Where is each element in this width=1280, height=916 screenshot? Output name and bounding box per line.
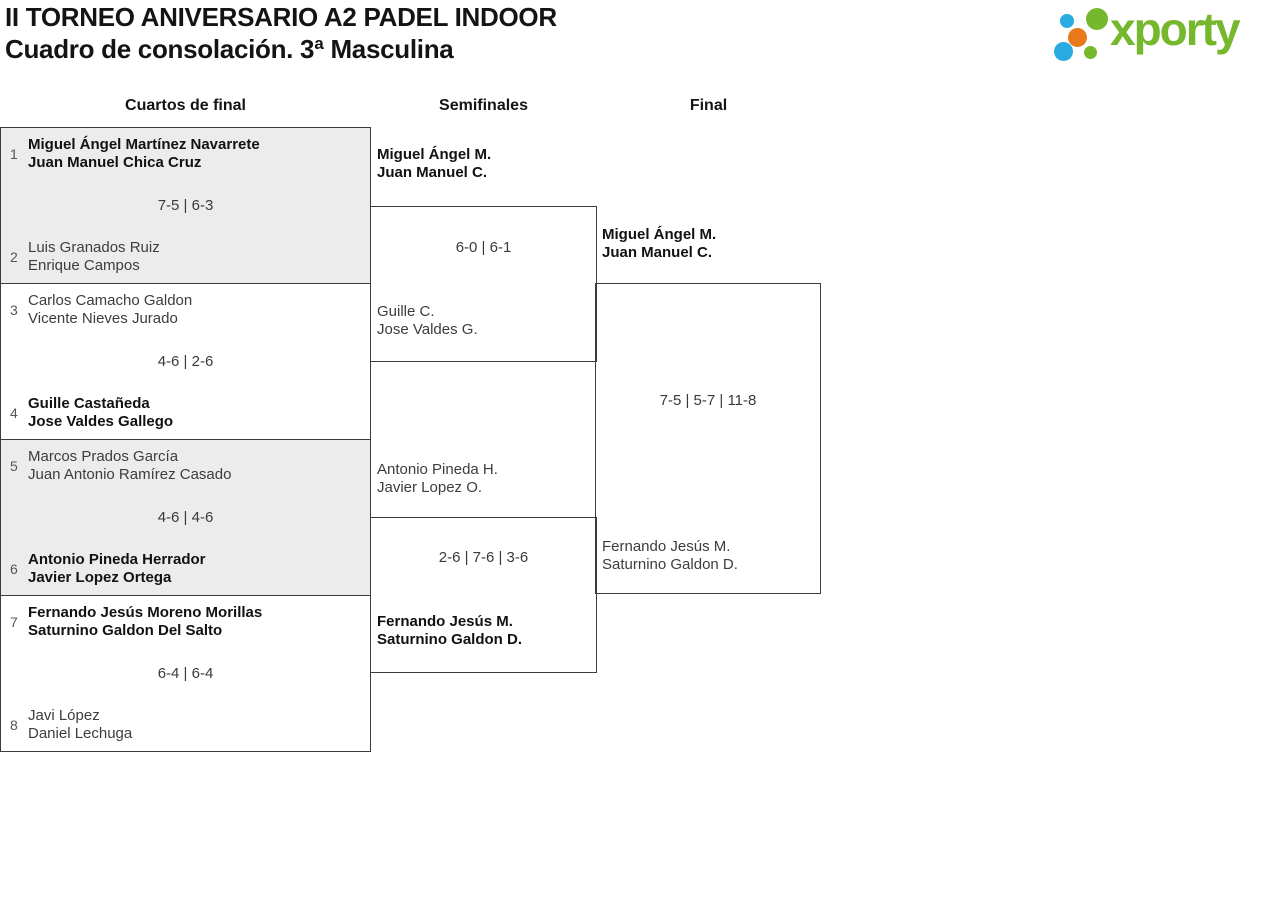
- team-pair: Guille Castañeda Jose Valdes Gallego: [28, 395, 173, 431]
- seed-number: 7: [10, 614, 18, 630]
- match-semifinal-2[interactable]: [370, 517, 597, 673]
- seed-number: 1: [10, 146, 18, 162]
- player-name: Miguel Ángel M.: [377, 146, 492, 163]
- player-name: Juan Manuel C.: [602, 244, 713, 261]
- team-pair: Fernando Jesús M. Saturnino Galdon D.: [602, 538, 738, 574]
- player-name: Marcos Prados García: [28, 448, 179, 465]
- match-score: 7-5 | 5-7 | 11-8: [659, 392, 757, 409]
- match-score: 7-5 | 6-3: [157, 197, 214, 214]
- player-name: Javi López: [28, 707, 100, 724]
- match-semifinal-1[interactable]: [370, 206, 597, 362]
- player-name: Daniel Lechuga: [28, 725, 133, 742]
- seed-number: 3: [10, 302, 18, 318]
- match-score: 6-4 | 6-4: [157, 665, 214, 682]
- round-header-quarterfinals: Cuartos de final: [125, 97, 246, 114]
- team-pair: Miguel Ángel M. Juan Manuel C.: [377, 146, 491, 182]
- player-name: Juan Manuel C.: [377, 164, 488, 181]
- xporty-logo: xporty: [1048, 0, 1280, 72]
- player-name: Javier Lopez Ortega: [28, 569, 172, 586]
- team-pair: Marcos Prados García Juan Antonio Ramíre…: [28, 448, 231, 484]
- logo-dot-icon: [1086, 8, 1108, 30]
- player-name: Fernando Jesús M.: [602, 538, 731, 555]
- logo-dot-icon: [1054, 42, 1073, 61]
- player-name: Fernando Jesús Moreno Morillas: [28, 604, 263, 621]
- match-quarterfinal-3[interactable]: 5 Marcos Prados García Juan Antonio Ramí…: [0, 439, 371, 596]
- title-line-2: Cuadro de consolación. 3ª Masculina: [5, 34, 454, 64]
- page-title: II TORNEO ANIVERSARIO A2 PADEL INDOOR Cu…: [5, 1, 557, 65]
- seed-number: 6: [10, 561, 18, 577]
- player-name: Jose Valdes G.: [377, 321, 478, 338]
- round-header-semifinals: Semifinales: [439, 97, 528, 114]
- player-name: Antonio Pineda H.: [377, 461, 498, 478]
- logo-dot-icon: [1060, 14, 1074, 28]
- player-name: Juan Manuel Chica Cruz: [28, 154, 202, 171]
- logo-dot-icon: [1084, 46, 1097, 59]
- team-pair: Miguel Ángel Martínez Navarrete Juan Man…: [28, 136, 260, 172]
- player-name: Antonio Pineda Herrador: [28, 551, 206, 568]
- team-pair: Antonio Pineda H. Javier Lopez O.: [377, 461, 498, 497]
- team-pair: Javi López Daniel Lechuga: [28, 707, 132, 743]
- player-name: Javier Lopez O.: [377, 479, 483, 496]
- player-name: Carlos Camacho Galdon: [28, 292, 193, 309]
- logo-wordmark: xporty: [1110, 3, 1241, 55]
- seed-number: 5: [10, 458, 18, 474]
- player-name: Enrique Campos: [28, 257, 140, 274]
- team-pair: Carlos Camacho Galdon Vicente Nieves Jur…: [28, 292, 192, 328]
- team-pair: Antonio Pineda Herrador Javier Lopez Ort…: [28, 551, 206, 587]
- match-quarterfinal-1[interactable]: 1 Miguel Ángel Martínez Navarrete Juan M…: [0, 127, 371, 284]
- title-line-1: II TORNEO ANIVERSARIO A2 PADEL INDOOR: [5, 2, 557, 32]
- team-pair: Guille C. Jose Valdes G.: [377, 303, 478, 339]
- round-header-final: Final: [689, 97, 728, 114]
- team-pair: Luis Granados Ruiz Enrique Campos: [28, 239, 160, 275]
- player-name: Saturnino Galdon D.: [377, 631, 522, 648]
- match-score: 6-0 | 6-1: [455, 239, 512, 256]
- team-pair: Fernando Jesús Moreno Morillas Saturnino…: [28, 604, 262, 640]
- match-quarterfinal-2[interactable]: 3 Carlos Camacho Galdon Vicente Nieves J…: [0, 283, 371, 440]
- player-name: Luis Granados Ruiz: [28, 239, 160, 256]
- player-name: Guille Castañeda: [28, 395, 150, 412]
- match-score: 2-6 | 7-6 | 3-6: [438, 549, 529, 566]
- match-final[interactable]: [595, 283, 821, 594]
- seed-number: 8: [10, 717, 18, 733]
- seed-number: 4: [10, 405, 18, 421]
- match-score: 4-6 | 4-6: [157, 509, 214, 526]
- player-name: Juan Antonio Ramírez Casado: [28, 466, 232, 483]
- match-score: 4-6 | 2-6: [157, 353, 214, 370]
- player-name: Miguel Ángel M.: [602, 226, 717, 243]
- seed-number: 2: [10, 249, 18, 265]
- team-pair: Fernando Jesús M. Saturnino Galdon D.: [377, 613, 522, 649]
- player-name: Fernando Jesús M.: [377, 613, 513, 630]
- player-name: Saturnino Galdon Del Salto: [28, 622, 223, 639]
- player-name: Miguel Ángel Martínez Navarrete: [28, 136, 260, 153]
- player-name: Guille C.: [377, 303, 435, 320]
- team-pair: Miguel Ángel M. Juan Manuel C.: [602, 226, 716, 262]
- player-name: Jose Valdes Gallego: [28, 413, 174, 430]
- player-name: Saturnino Galdon D.: [602, 556, 738, 573]
- match-quarterfinal-4[interactable]: 7 Fernando Jesús Moreno Morillas Saturni…: [0, 595, 371, 752]
- logo-dot-icon: [1068, 28, 1087, 47]
- player-name: Vicente Nieves Jurado: [28, 310, 178, 327]
